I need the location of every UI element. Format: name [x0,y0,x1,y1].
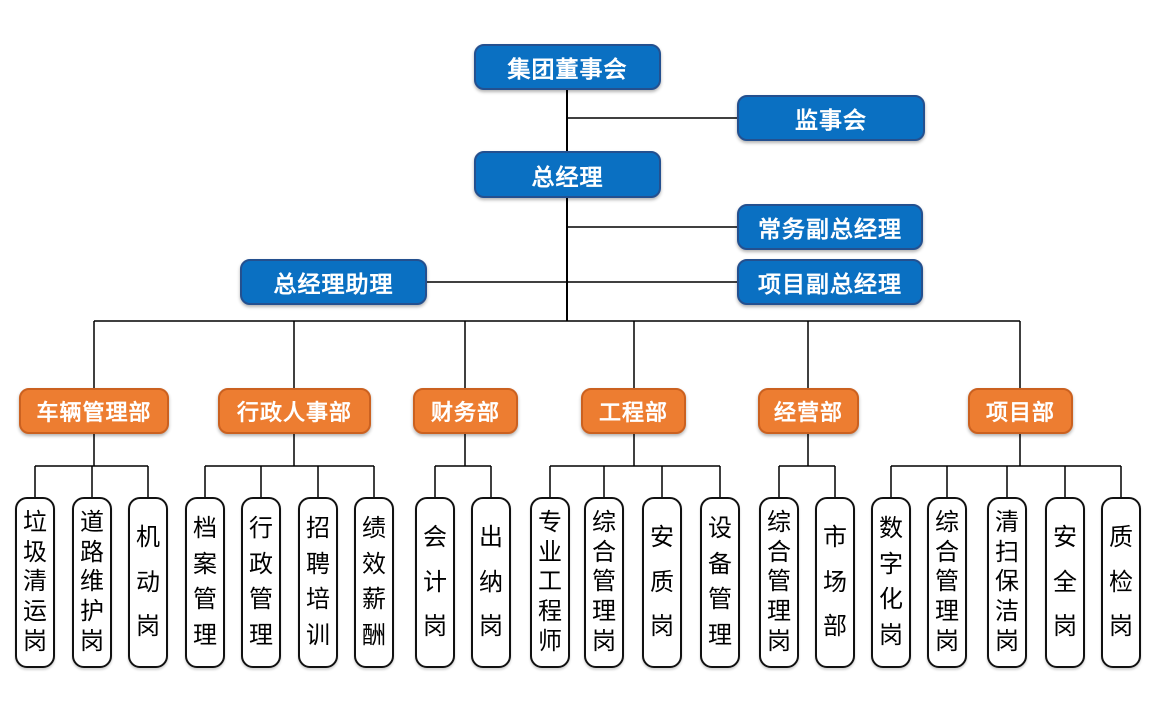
node-project-deputy-gm: 项目副总经理 [737,259,923,305]
node-label: 安全岗 [1053,523,1077,641]
node-position-cleaning: 清扫保洁岗 [987,497,1027,668]
node-general-manager: 总经理 [474,151,661,198]
node-dept-vehicle-management: 车辆管理部 [19,388,169,434]
node-label: 绩效薪酬 [362,514,386,650]
node-label: 集团董事会 [507,56,628,82]
node-label: 财务部 [430,400,500,425]
node-position-professional-engineer: 专业工程师 [530,497,570,668]
node-label: 出纳岗 [479,523,503,641]
node-position-equipment-management: 设备管理 [700,497,740,668]
node-label: 总经理助理 [273,271,394,297]
node-position-admin-management: 行政管理 [241,497,281,668]
node-label: 行政人事部 [236,400,352,425]
node-position-safety: 安全岗 [1045,497,1085,668]
node-label: 市场部 [823,523,847,641]
node-label: 数字化岗 [879,514,903,650]
node-dept-finance: 财务部 [413,388,518,434]
node-label: 车辆管理部 [36,400,152,425]
node-dept-project: 项目部 [968,388,1073,434]
node-position-market: 市场部 [815,497,855,668]
node-label: 道路维护岗 [80,508,104,656]
node-label: 机动岗 [136,523,160,641]
node-position-quality-inspection: 质检岗 [1101,497,1141,668]
node-group-board: 集团董事会 [474,44,661,90]
node-position-safety-quality: 安质岗 [642,497,682,668]
node-label: 总经理 [531,163,604,190]
node-dept-admin-hr: 行政人事部 [218,388,371,434]
node-label: 项目副总经理 [758,271,902,297]
node-label: 经营部 [773,400,843,425]
node-position-road-maintenance: 道路维护岗 [72,497,112,668]
node-label: 工程部 [598,400,668,425]
node-label: 会计岗 [423,523,447,641]
node-position-general-management-ops: 综合管理岗 [759,497,799,668]
node-label: 常务副总经理 [758,216,902,242]
node-label: 项目部 [985,400,1055,425]
node-label: 招聘培训 [306,514,330,650]
node-label: 行政管理 [249,514,273,650]
node-position-mobile: 机动岗 [128,497,168,668]
node-gm-assistant: 总经理助理 [240,259,427,305]
node-label: 清扫保洁岗 [995,508,1019,656]
node-position-general-management-eng: 综合管理岗 [584,497,624,668]
node-executive-deputy-gm: 常务副总经理 [737,204,923,250]
node-label: 综合管理岗 [592,508,616,656]
node-position-digitalization: 数字化岗 [871,497,911,668]
node-position-accountant: 会计岗 [415,497,455,668]
node-label: 档案管理 [193,514,217,650]
node-position-cashier: 出纳岗 [471,497,511,668]
node-supervisory-board: 监事会 [737,95,925,141]
node-position-garbage-collection: 垃圾清运岗 [15,497,55,668]
node-position-performance-compensation: 绩效薪酬 [354,497,394,668]
node-label: 设备管理 [708,514,732,650]
node-position-recruitment-training: 招聘培训 [298,497,338,668]
node-position-archives-management: 档案管理 [185,497,225,668]
node-label: 垃圾清运岗 [23,508,47,656]
node-label: 综合管理岗 [767,508,791,656]
node-dept-engineering: 工程部 [581,388,686,434]
node-position-general-management-proj: 综合管理岗 [927,497,967,668]
node-label: 质检岗 [1109,523,1133,641]
node-label: 专业工程师 [538,508,562,656]
node-label: 综合管理岗 [935,508,959,656]
node-label: 安质岗 [650,523,674,641]
node-dept-operations: 经营部 [758,388,859,434]
node-label: 监事会 [795,107,867,133]
